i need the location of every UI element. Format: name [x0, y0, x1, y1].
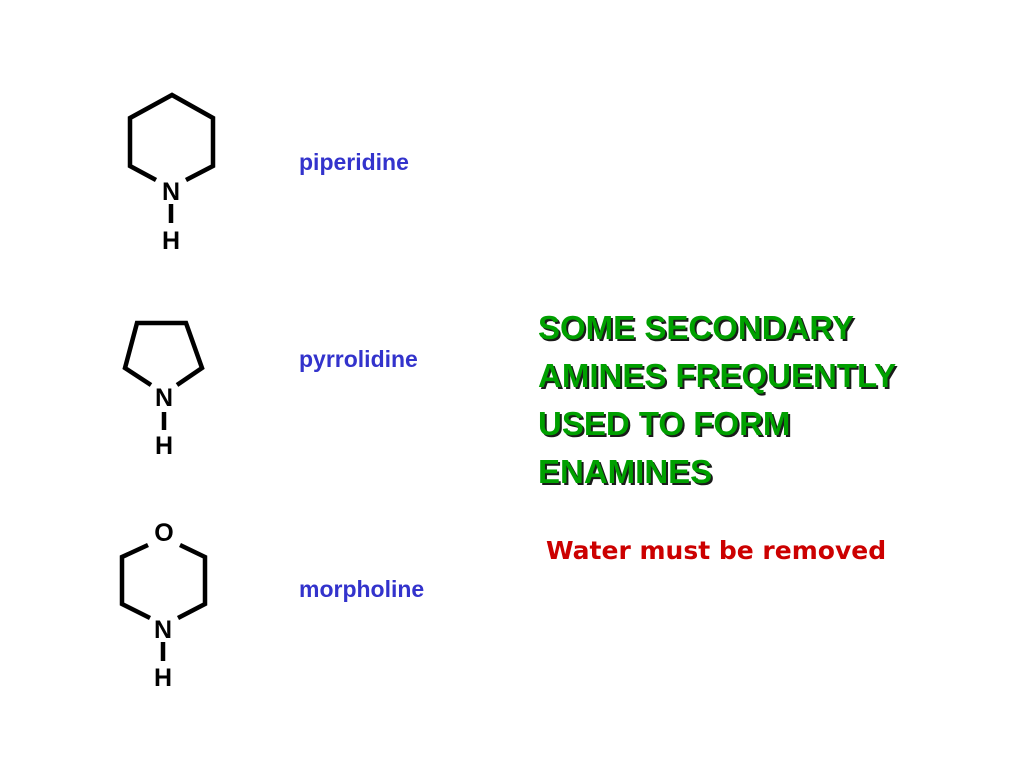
piperidine-label: piperidine	[299, 149, 409, 175]
piperidine-hydrogen-label: H	[162, 227, 180, 255]
piperidine-nitrogen-label: N	[162, 178, 180, 206]
morpholine-oxygen-label: O	[154, 519, 173, 547]
heading-line: SOME SECONDARY	[538, 309, 854, 346]
morpholine-ring-right	[176, 542, 208, 620]
pyrrolidine-hydrogen-label: H	[155, 432, 173, 460]
morpholine-hydrogen-label: H	[154, 664, 172, 692]
morpholine-ring-left	[119, 542, 152, 621]
slide-heading: SOME SECONDARY AMINES FREQUENTLY USED TO…	[538, 304, 1008, 496]
piperidine-structure: N H	[127, 92, 216, 255]
morpholine-nitrogen-label: N	[154, 616, 172, 644]
heading-line: USED TO FORM	[538, 405, 791, 442]
piperidine-ring	[127, 92, 216, 182]
pyrrolidine-ring	[122, 320, 205, 387]
morpholine-label: morpholine	[299, 576, 425, 602]
heading-line: ENAMINES	[538, 453, 713, 490]
heading-line: AMINES FREQUENTLY	[538, 357, 897, 394]
water-removal-note: Water must be removed	[546, 536, 887, 565]
pyrrolidine-structure: N H	[122, 320, 205, 460]
morpholine-structure: O N H	[119, 519, 208, 692]
pyrrolidine-label: pyrrolidine	[299, 346, 418, 372]
pyrrolidine-nitrogen-label: N	[155, 384, 173, 412]
